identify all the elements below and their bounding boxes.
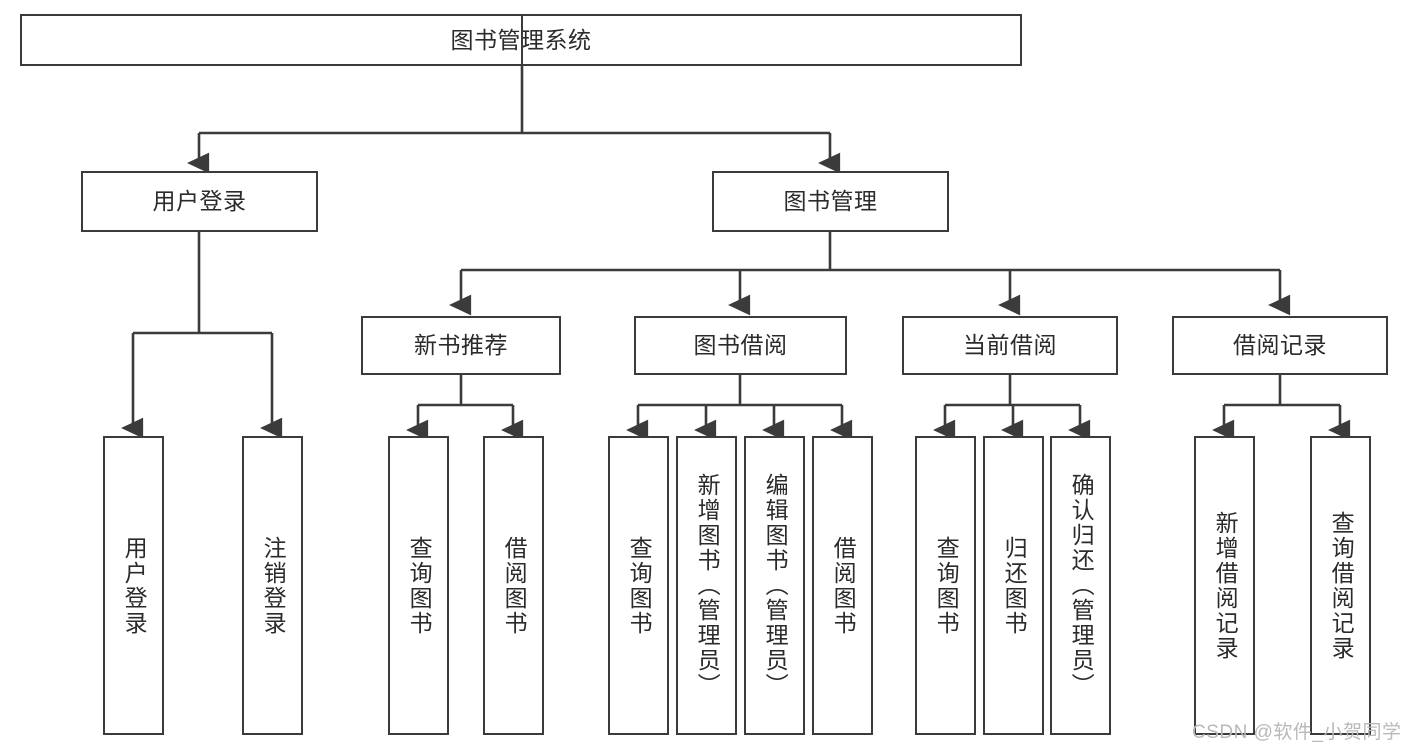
node-leaf-edit-book-label: 编辑图书（管理员） — [762, 473, 789, 698]
node-leaf-add-book-label: 新增图书（管理员） — [694, 473, 721, 698]
node-user-login-label: 用户登录 — [152, 188, 247, 215]
node-book-borrow[interactable]: 图书借阅 — [634, 316, 847, 375]
node-leaf-query-book-2[interactable]: 查询图书 — [608, 436, 669, 735]
node-leaf-query-record-label: 查询借阅记录 — [1328, 510, 1355, 661]
node-leaf-user-login-label: 用户登录 — [121, 535, 148, 636]
node-book-manage-label: 图书管理 — [783, 188, 878, 215]
node-current-borrow-label: 当前借阅 — [963, 332, 1057, 359]
node-leaf-confirm-return-label: 确认归还（管理员） — [1068, 473, 1095, 698]
node-leaf-user-login[interactable]: 用户登录 — [103, 436, 164, 735]
node-leaf-logout-login-label: 注销登录 — [260, 535, 287, 636]
node-leaf-borrow-book-1[interactable]: 借阅图书 — [483, 436, 544, 735]
node-book-manage[interactable]: 图书管理 — [712, 171, 949, 232]
node-new-book-recommend[interactable]: 新书推荐 — [361, 316, 561, 375]
csdn-watermark: CSDN @软件_小贺同学 — [1192, 722, 1402, 743]
node-borrow-record-label: 借阅记录 — [1233, 332, 1327, 359]
node-new-book-recommend-label: 新书推荐 — [414, 332, 508, 359]
node-leaf-borrow-book-1-label: 借阅图书 — [501, 535, 528, 636]
node-leaf-query-book-1-label: 查询图书 — [406, 535, 433, 636]
node-leaf-borrow-book-2-label: 借阅图书 — [830, 535, 857, 636]
node-leaf-query-book-1[interactable]: 查询图书 — [388, 436, 449, 735]
node-book-borrow-label: 图书借阅 — [693, 332, 788, 359]
node-borrow-record[interactable]: 借阅记录 — [1172, 316, 1388, 375]
node-leaf-return-book-label: 归还图书 — [1001, 535, 1028, 636]
node-leaf-query-book-3[interactable]: 查询图书 — [915, 436, 976, 735]
node-leaf-query-record[interactable]: 查询借阅记录 — [1310, 436, 1371, 735]
node-root-system-label: 图书管理系统 — [22, 28, 1020, 52]
node-leaf-logout-login[interactable]: 注销登录 — [242, 436, 303, 735]
node-leaf-query-book-3-label: 查询图书 — [933, 535, 960, 636]
node-leaf-return-book[interactable]: 归还图书 — [983, 436, 1044, 735]
node-user-login[interactable]: 用户登录 — [81, 171, 318, 232]
node-leaf-query-book-2-label: 查询图书 — [626, 535, 653, 636]
node-current-borrow[interactable]: 当前借阅 — [902, 316, 1118, 375]
node-leaf-add-record-label: 新增借阅记录 — [1212, 510, 1239, 661]
node-leaf-add-record[interactable]: 新增借阅记录 — [1194, 436, 1255, 735]
node-leaf-edit-book[interactable]: 编辑图书（管理员） — [744, 436, 805, 735]
root-box-divider — [521, 16, 523, 64]
node-leaf-add-book[interactable]: 新增图书（管理员） — [676, 436, 737, 735]
node-leaf-confirm-return[interactable]: 确认归还（管理员） — [1050, 436, 1111, 735]
node-leaf-borrow-book-2[interactable]: 借阅图书 — [812, 436, 873, 735]
